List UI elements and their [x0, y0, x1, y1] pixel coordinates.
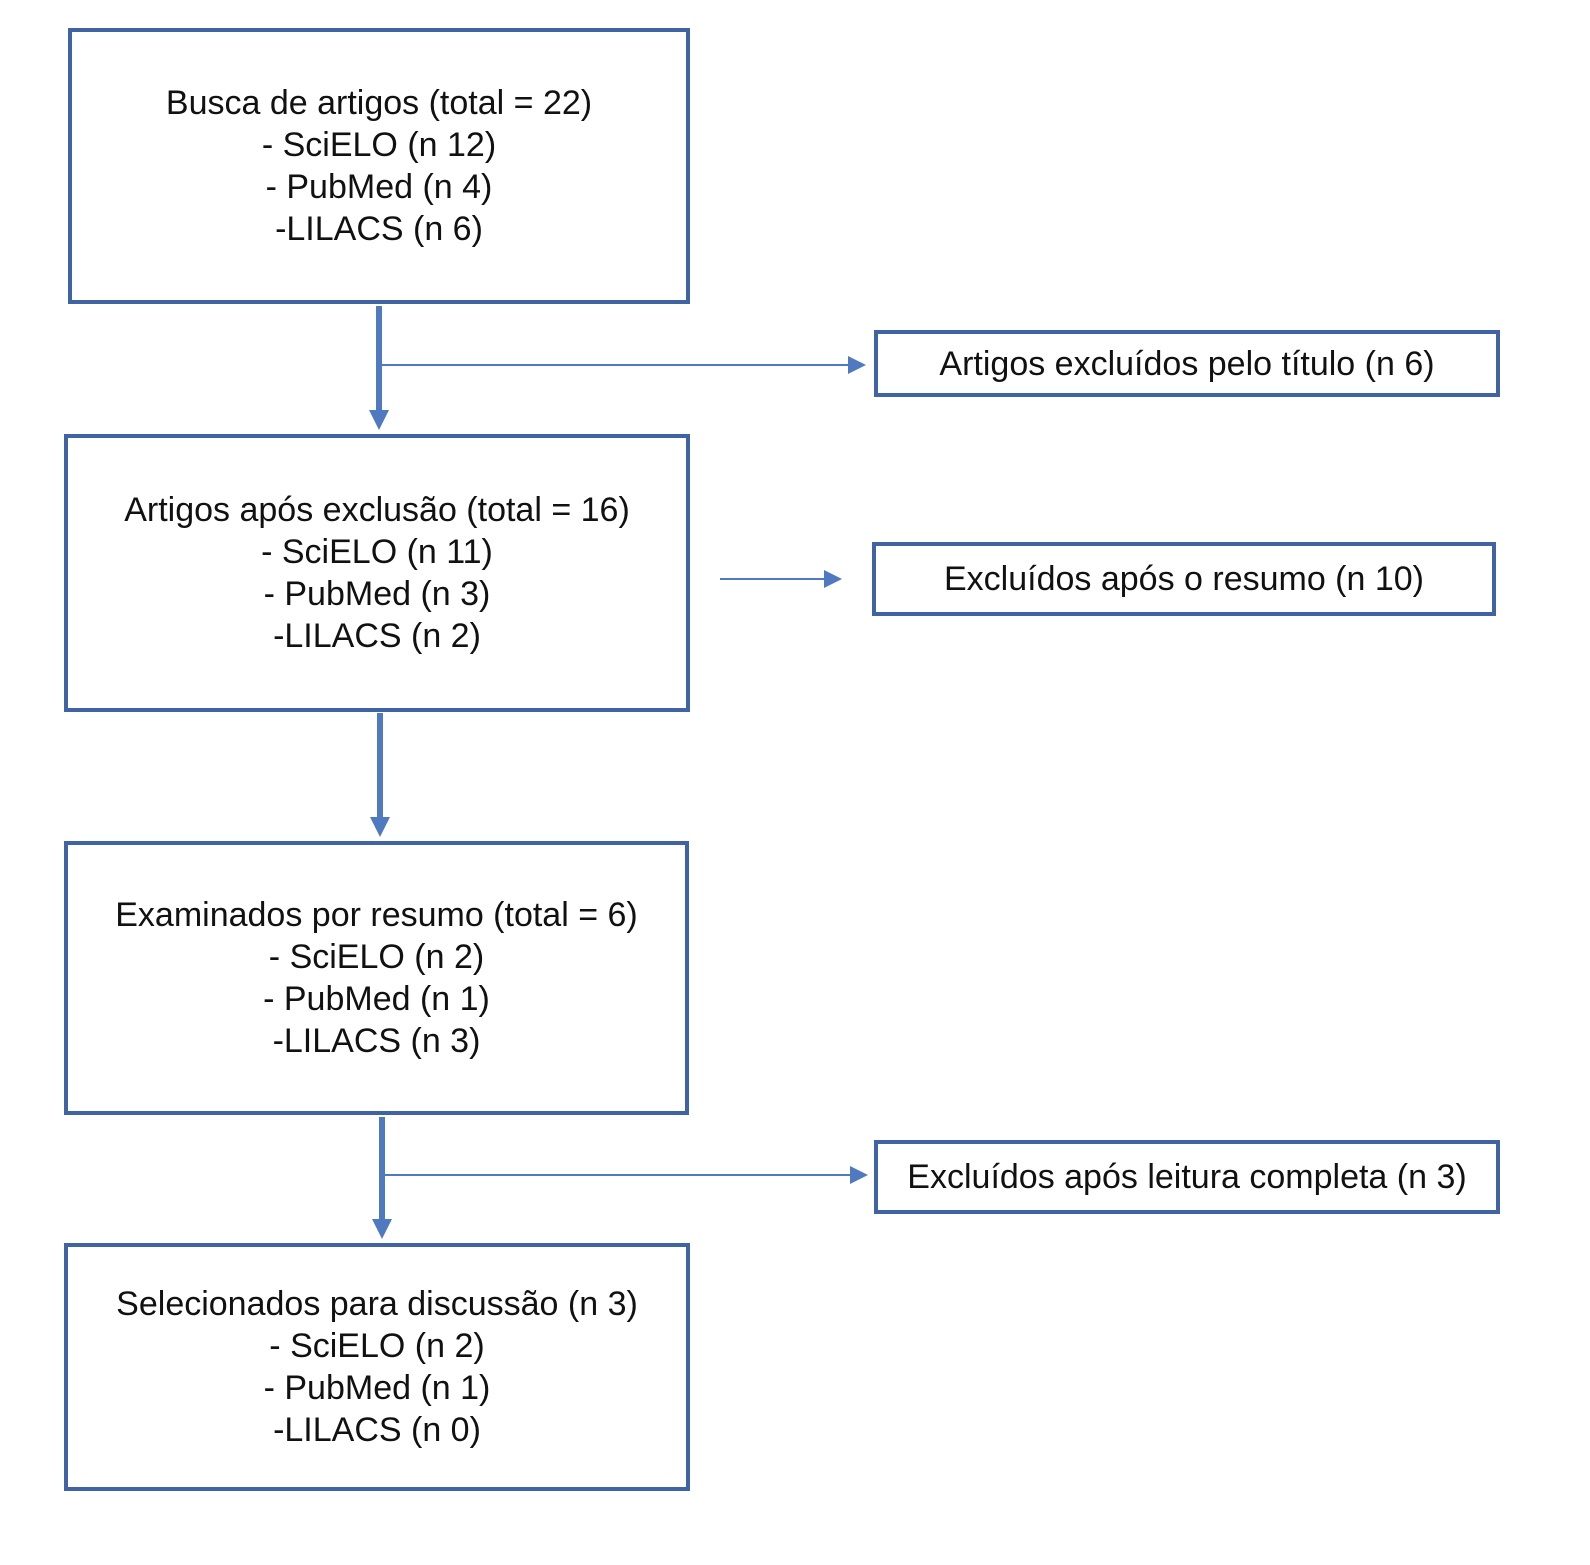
box-title: Selecionados para discussão (n 3)	[116, 1285, 638, 1323]
arrowhead-side3	[850, 1166, 868, 1184]
box-excluded-after-full-reading: Excluídos após leitura completa (n 3)	[874, 1140, 1500, 1214]
box-search-articles: Busca de artigos (total = 22) - SciELO (…	[68, 28, 690, 304]
box-line-pubmed: - PubMed (n 4)	[265, 168, 493, 206]
box-examined-by-abstract: Examinados por resumo (total = 6) - SciE…	[64, 841, 689, 1115]
box-after-exclusion: Artigos após exclusão (total = 16) - Sci…	[64, 434, 690, 712]
box-line-pubmed: - PubMed (n 3)	[263, 575, 491, 613]
box-selected-for-discussion: Selecionados para discussão (n 3) - SciE…	[64, 1243, 690, 1491]
box-line-lilacs: -LILACS (n 3)	[272, 1022, 481, 1060]
exclusion-label: Artigos excluídos pelo título (n 6)	[939, 344, 1435, 383]
arrowhead-side2	[824, 570, 842, 588]
arrowhead-box3-to-box4	[372, 1219, 392, 1239]
arrowhead-side1	[848, 356, 866, 374]
box-line-scielo: - SciELO (n 12)	[261, 126, 497, 164]
box-line-lilacs: -LILACS (n 0)	[273, 1411, 481, 1449]
box-line-scielo: - SciELO (n 2)	[269, 1327, 485, 1365]
arrowhead-box1-to-box2	[369, 410, 389, 430]
box-excluded-after-abstract: Excluídos após o resumo (n 10)	[872, 542, 1496, 616]
box-title: Examinados por resumo (total = 6)	[115, 896, 638, 934]
exclusion-label: Excluídos após o resumo (n 10)	[943, 560, 1425, 598]
box-line-scielo: - SciELO (n 2)	[268, 938, 485, 976]
box-line-pubmed: - PubMed (n 1)	[263, 1369, 491, 1407]
box-title: Artigos após exclusão (total = 16)	[124, 491, 630, 529]
box-title: Busca de artigos (total = 22)	[165, 84, 593, 122]
exclusion-label: Excluídos após leitura completa (n 3)	[907, 1158, 1467, 1196]
box-line-lilacs: -LILACS (n 6)	[275, 210, 483, 248]
box-excluded-by-title: Artigos excluídos pelo título (n 6)	[874, 330, 1500, 397]
arrowhead-box2-to-box3	[370, 817, 390, 837]
box-line-scielo: - SciELO (n 11)	[261, 533, 493, 571]
box-line-pubmed: - PubMed (n 1)	[263, 980, 490, 1018]
box-line-lilacs: -LILACS (n 2)	[273, 617, 481, 655]
